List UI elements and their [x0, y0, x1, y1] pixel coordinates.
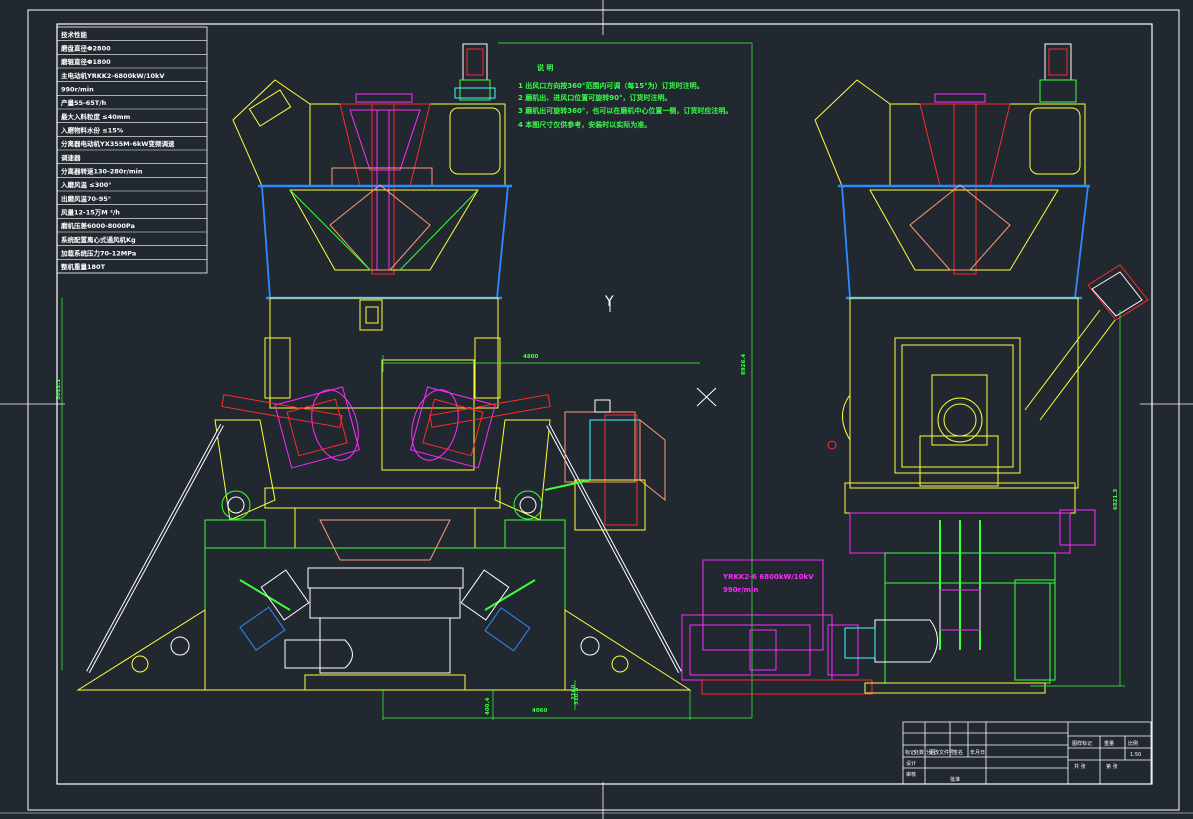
tb-cell-0: 标记: [905, 749, 915, 756]
tb-cell-5: 年月日: [970, 749, 985, 756]
tb-cell-6: 设计: [906, 760, 916, 767]
tb-right-0: 图样标记: [1072, 740, 1092, 747]
spec-row: 最大入料粒度 ≤40mm: [61, 112, 131, 121]
dim-base-h1: 400.4: [485, 697, 491, 715]
spec-row: 产量55-65T/h: [61, 98, 107, 107]
spec-row: 加载系统压力70-12MPa: [60, 249, 136, 258]
spec-row: 系统配置离心式通风机Kg: [61, 235, 136, 244]
note-4: 4 本图尺寸仅供参考，安装时以实际为准。: [518, 120, 651, 129]
spec-row: 磨辊直径Φ1800: [61, 57, 111, 66]
spec-row: 磨机压差6000-8000Pa: [61, 221, 135, 230]
tb-cell-7: 审核: [906, 771, 916, 778]
spec-row: 风量12-15万M ³/h: [61, 208, 120, 217]
spec-row: 入磨物料水份 ≤15%: [60, 126, 124, 135]
spec-row: 主电动机YRKK2-6800kW/10kV: [61, 71, 164, 80]
dimension-labels-front: 4800 8926.4 5022.1 4060 2160 400.4: [56, 354, 747, 715]
spec-row: 分离器转速130-280r/min: [61, 167, 143, 176]
tb-right-5: 第 张: [1106, 763, 1118, 770]
tb-cell-2: 分区: [926, 749, 936, 756]
dim-height-right: 6821.3: [1113, 489, 1119, 510]
roller-right: [410, 386, 551, 469]
dimensions-side: [1030, 310, 1125, 687]
dim-left-height: 5022.1: [56, 379, 62, 400]
roller-left: [221, 386, 360, 469]
axis-glyphs: Y: [604, 294, 717, 407]
dim-base-small: 2160: [571, 685, 577, 700]
notes-title: 说 明: [537, 63, 553, 72]
notes-block: 说 明 1 出风口方向按360°范围内可调（每15°为）订货时注明。 2 磨机出…: [518, 63, 732, 129]
tb-cell-1: 处数: [914, 749, 924, 756]
spec-row: 调速器: [61, 153, 81, 162]
axis-y-label: Y: [604, 294, 614, 310]
dim-base-width: 4060: [532, 708, 547, 714]
note-2: 2 磨机出、进风口位置可旋转90°，订货时注明。: [518, 93, 672, 102]
tb-cell-8: 批准: [950, 776, 960, 783]
tb-cell-4: 签名: [953, 749, 963, 756]
dimensions-front: [61, 42, 753, 720]
spec-row: 磨盘直径Φ2800: [61, 44, 111, 53]
tb-right-1: 重量: [1104, 740, 1114, 747]
dim-base-h2: 310.5: [574, 687, 580, 705]
tb-right-4: 共 张: [1074, 763, 1086, 770]
motor-label-1: YRKK2-6 6800kW/10kV: [722, 573, 814, 581]
dim-top-width: 4800: [523, 354, 538, 360]
spec-row: 出磨风温70-95°: [61, 194, 111, 203]
spec-row: 990r/min: [61, 86, 94, 94]
spec-row: 整机重量180T: [61, 262, 106, 271]
main-motor: YRKK2-6 6800kW/10kV 990r/min: [681, 559, 873, 695]
note-1: 1 出风口方向按360°范围内可调（每15°为）订货时注明。: [518, 81, 704, 90]
front-elevation: [76, 43, 692, 691]
note-3: 3 磨机出可旋转360°，也可以在磨机中心位置一侧，订货时应注明。: [518, 106, 732, 115]
tb-cell-3: 更改文件号: [929, 749, 954, 756]
motor-label-2: 990r/min: [723, 586, 758, 594]
title-block-text: 标记 处数 分区 更改文件号 签名 年月日 设计 审核 批准 图样标记 重量 比…: [905, 740, 1141, 783]
dim-height-total: 8926.4: [741, 354, 747, 375]
spec-row: 入磨风温 ≤300°: [60, 180, 112, 189]
spec-row: 技术性能: [61, 30, 88, 39]
title-block: [902, 721, 1152, 785]
tb-right-2: 比例: [1128, 740, 1138, 747]
tb-right-3: 1:50: [1130, 752, 1141, 758]
side-elevation: [814, 43, 1149, 694]
spec-row: 分离器电动机YX355M-6kW变频调速: [61, 139, 175, 148]
